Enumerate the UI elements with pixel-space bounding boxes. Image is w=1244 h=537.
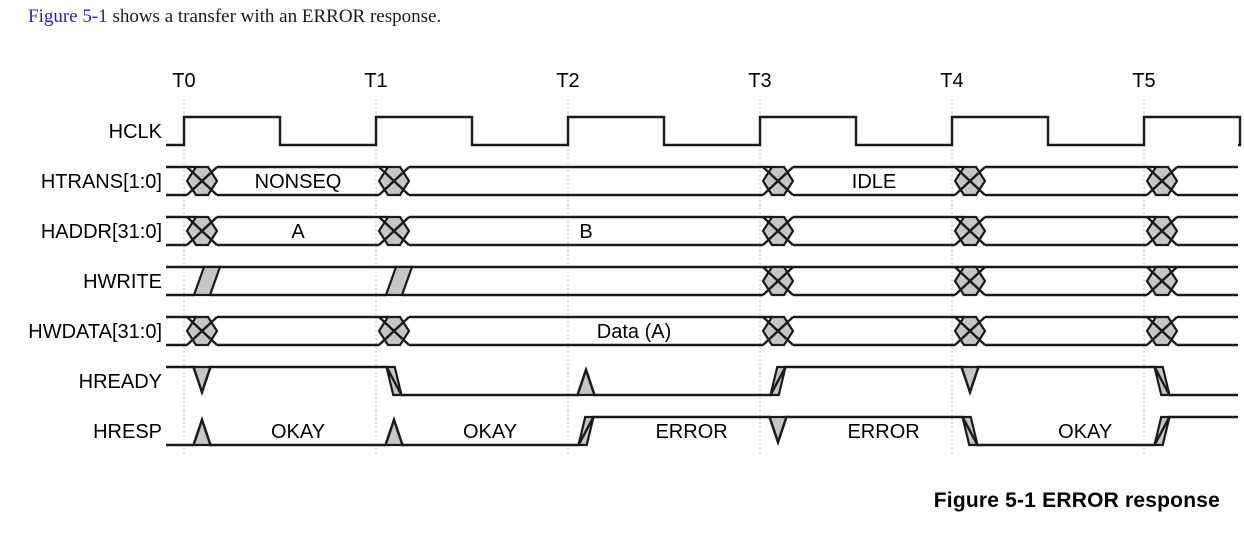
signal-label-hready: HREADY <box>79 371 162 393</box>
signal-label-htrans: HTRANS[1:0] <box>41 171 162 193</box>
signal-glitch-marker <box>383 416 405 447</box>
signal-glitch-marker <box>959 365 981 396</box>
bus-transition-edge <box>392 316 410 346</box>
response-value-label: OKAY <box>271 421 325 443</box>
bus-value-label: B <box>579 221 592 243</box>
clock-label-t2: T2 <box>556 70 579 92</box>
bus-transition-edge <box>200 216 218 246</box>
figure-caption: Figure 5-1 ERROR response <box>933 489 1220 512</box>
bus-transition-edge <box>200 316 218 346</box>
level-trace <box>166 365 1238 397</box>
signal-label-hresp: HRESP <box>93 421 162 443</box>
signal-glitch-marker <box>191 365 213 396</box>
response-value-label: ERROR <box>655 421 727 443</box>
bus-transition-edge <box>776 316 794 346</box>
clock-label-t0: T0 <box>172 70 195 92</box>
clock-label-t1: T1 <box>364 70 387 92</box>
clock-label-t5: T5 <box>1132 70 1155 92</box>
bus-value-label: A <box>291 221 305 243</box>
signal-label-hwrite: HWRITE <box>83 271 162 293</box>
signal-label-hwdata: HWDATA[31:0] <box>28 321 162 343</box>
intro-text: shows a transfer with an ERROR response. <box>107 6 442 27</box>
bus-transition-edge <box>200 166 218 196</box>
bus-transition-edge <box>968 166 986 196</box>
grid-lines <box>183 99 1145 455</box>
signal-glitch-marker <box>575 366 597 397</box>
hwrite-transition-edge <box>968 266 986 296</box>
bus-transition-edge <box>968 216 986 246</box>
level-trace <box>166 415 1238 447</box>
bus-value-label: IDLE <box>852 171 896 193</box>
bus-value-label: Data (A) <box>597 321 671 343</box>
waveform-hwdata: Data (A) <box>166 315 1238 347</box>
clock-label-t4: T4 <box>940 70 963 92</box>
signal-glitch-marker <box>767 415 789 446</box>
waveform-hready <box>166 365 1238 397</box>
clock-label-t3: T3 <box>748 70 771 92</box>
bus-transition-edge <box>392 216 410 246</box>
waveform-hresp: OKAY OKAY ERROR ERROR OKAY <box>166 415 1238 447</box>
hwrite-transition-slope <box>384 265 414 297</box>
intro-sentence: Figure 5-1 shows a transfer with an ERRO… <box>28 6 441 28</box>
bus-transition-edge <box>1160 166 1178 196</box>
hwrite-transition-edge <box>776 266 794 296</box>
bus-transition-edge <box>1160 216 1178 246</box>
hwrite-transition-slope <box>192 265 222 297</box>
response-value-label: OKAY <box>463 421 517 443</box>
clock-trace <box>166 115 1242 147</box>
bus-transition-edge <box>968 316 986 346</box>
bus-transition-edge <box>776 216 794 246</box>
waveform-hwrite <box>166 265 1238 297</box>
waveform-htrans: NONSEQ IDLE <box>166 165 1238 197</box>
bus-transition-edge <box>776 166 794 196</box>
signal-glitch-marker <box>191 416 213 447</box>
signal-name-labels: HCLK HTRANS[1:0] HADDR[31:0] HWRITE HWDATA[3… <box>28 121 162 443</box>
figure-reference-link[interactable]: Figure 5-1 <box>28 6 108 27</box>
hwrite-transition-edge <box>1160 266 1178 296</box>
waveform-hclk <box>166 115 1242 147</box>
bus-value-label: NONSEQ <box>255 171 342 193</box>
clock-edge-labels: T0 T1 T2 T3 T4 T5 <box>172 70 1155 92</box>
response-value-label: ERROR <box>847 421 919 443</box>
bus-transition-edge <box>1160 316 1178 346</box>
signal-label-hclk: HCLK <box>109 121 163 143</box>
signal-label-haddr: HADDR[31:0] <box>41 221 162 243</box>
response-value-label: OKAY <box>1058 421 1112 443</box>
bus-transition-edge <box>392 166 410 196</box>
